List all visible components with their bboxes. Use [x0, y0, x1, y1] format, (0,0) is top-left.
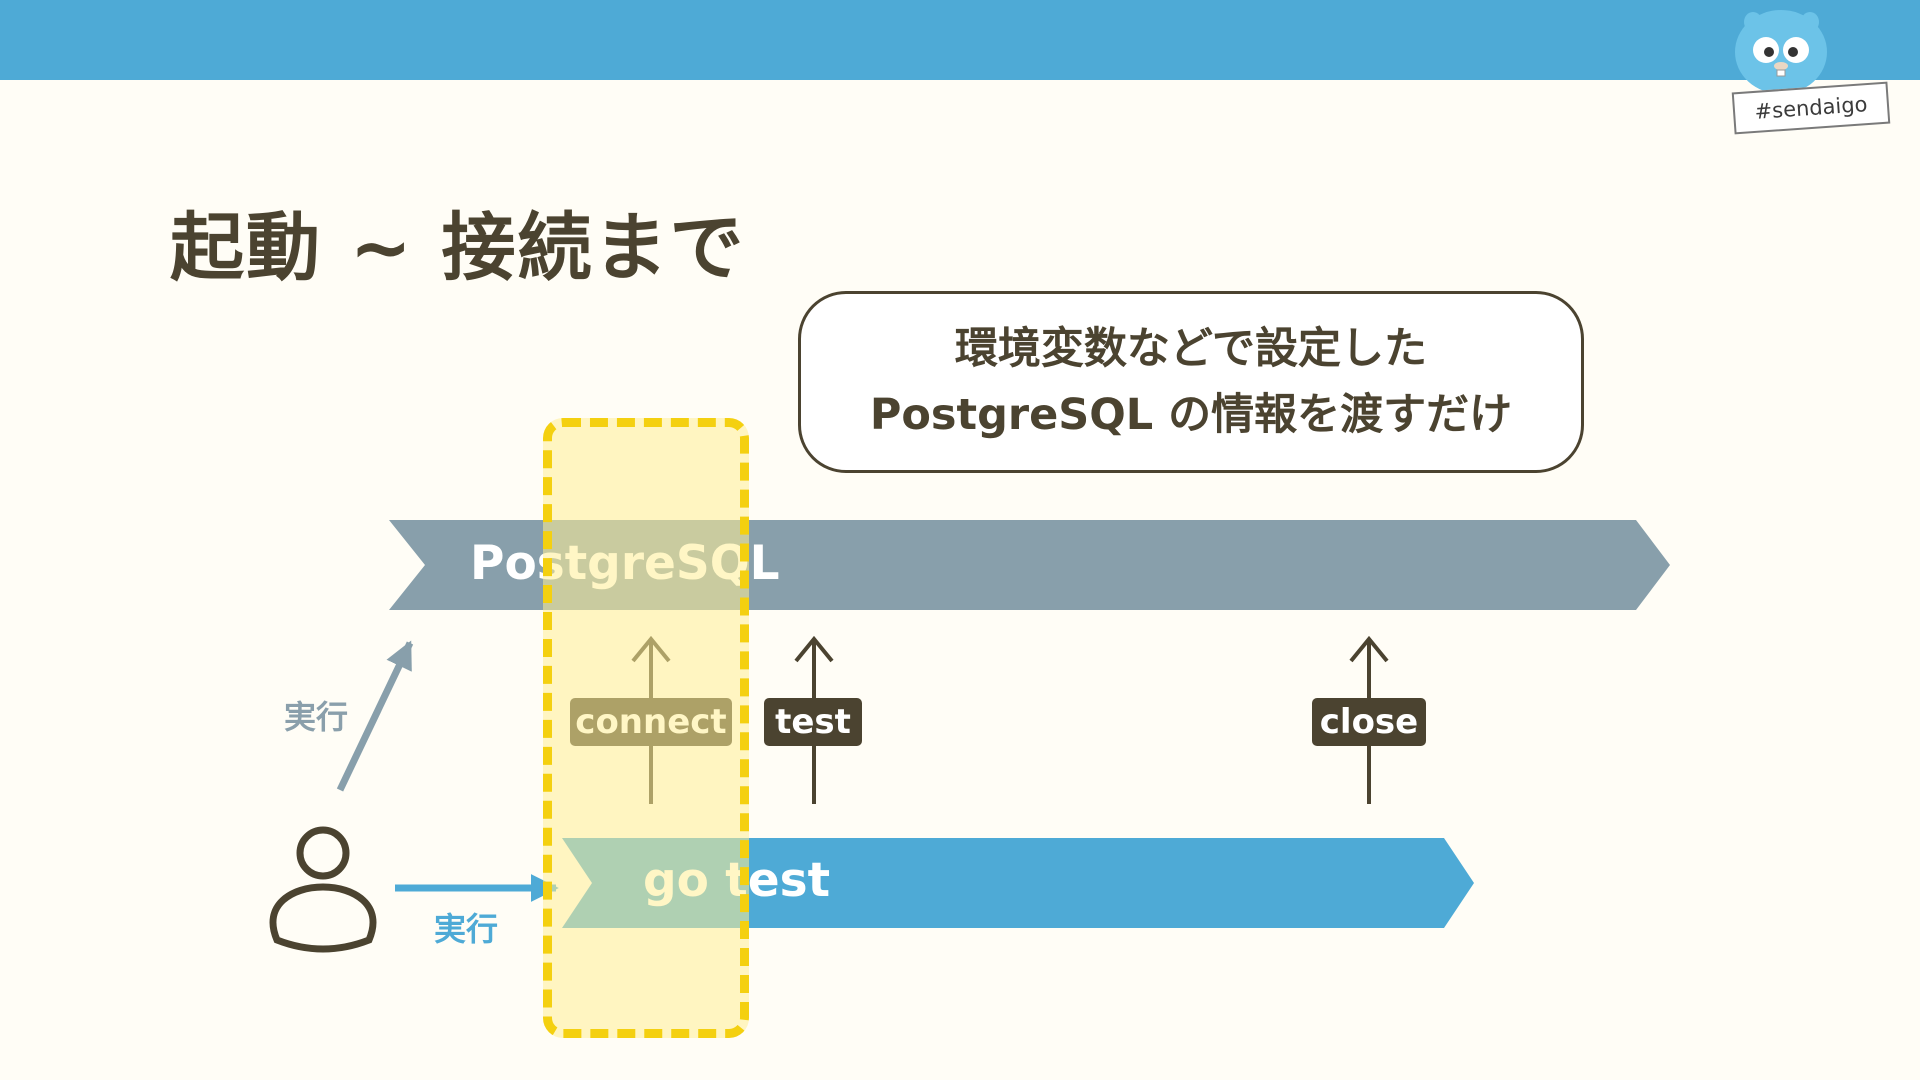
arrow-up-icon	[1349, 635, 1389, 663]
callout-box: 環境変数などで設定した PostgreSQL の情報を渡すだけ	[798, 291, 1584, 473]
run-gotest-label: 実行	[434, 910, 499, 948]
connect-highlight-region	[543, 418, 749, 1038]
user-icon	[269, 826, 377, 953]
test-label: test	[764, 698, 862, 746]
page-title: 起動 ~ 接続まで	[170, 205, 746, 291]
top-bar	[0, 0, 1920, 80]
close-label: close	[1312, 698, 1426, 746]
gotest-lane	[562, 838, 1474, 928]
gopher-mascot-icon	[1735, 10, 1827, 94]
run-postgres-label: 実行	[284, 698, 349, 736]
callout-line-2: PostgreSQL の情報を渡すだけ	[869, 390, 1513, 440]
run-postgres-arrow	[336, 640, 414, 792]
callout-line-1: 環境変数などで設定した	[954, 324, 1428, 374]
arrow-up-icon	[794, 635, 834, 663]
